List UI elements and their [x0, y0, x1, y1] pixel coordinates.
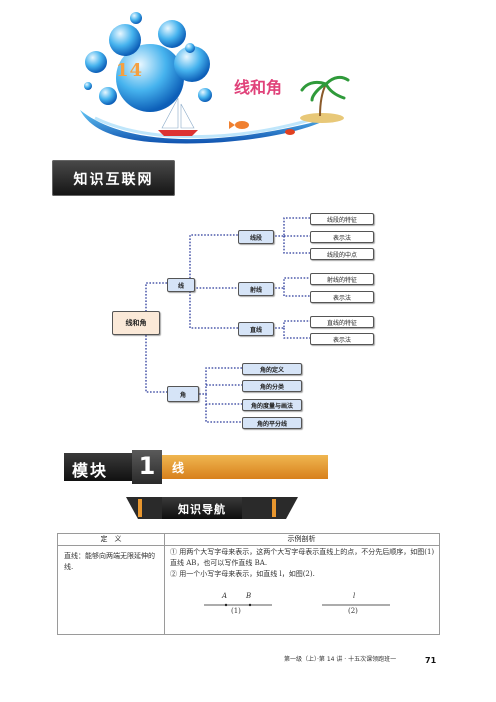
example-text: ① 用两个大写字母来表示，这两个大写字母表示直线上的点，不分先后顺序，如图(1)… — [170, 547, 436, 580]
mind-map-node-straight-line: 直线 — [238, 322, 274, 336]
figure-caption-2: (2) — [348, 607, 358, 615]
mind-map-leaf: 角的平分线 — [242, 417, 302, 429]
module-label: 模块 — [72, 461, 109, 480]
definition-table: 定 义 示例剖析 直线：能够向两端无限延伸的线. ① 用两个大写字母来表示，这两… — [57, 533, 440, 635]
module-title-box: 线 — [162, 455, 328, 479]
figure-label-b: B — [246, 592, 252, 600]
page-number: 71 — [425, 656, 437, 665]
crab-icon — [285, 129, 295, 135]
knowledge-navigation-banner: 知识导航 — [122, 497, 302, 519]
line-figures — [204, 603, 390, 607]
table-column-divider — [164, 534, 165, 634]
mind-map-leaf: 角的定义 — [242, 363, 302, 375]
mind-map-leaf: 直线的特征 — [310, 316, 374, 328]
mind-map: 线和角 线 角 线段 射线 直线 线段的特征 表示法 线段的中点 射线的特征 表… — [112, 208, 392, 430]
navigation-banner-shape — [126, 497, 298, 519]
navigation-label-box: 知识导航 — [162, 497, 242, 519]
mind-map-leaf: 表示法 — [310, 231, 374, 243]
module-number-box: 1 — [132, 450, 162, 484]
figure-caption-1: (1) — [231, 607, 241, 615]
mind-map-branch-line: 线 — [167, 278, 195, 292]
palm-island-icon — [300, 75, 350, 123]
mind-map-node-segment: 线段 — [238, 230, 274, 244]
mind-map-connectors — [145, 217, 310, 423]
sailboat-icon — [158, 97, 198, 136]
lesson-title: 线和角 — [234, 78, 283, 97]
module-title: 线 — [172, 461, 185, 475]
mind-map-leaf: 角的分类 — [242, 380, 302, 392]
wave-shape — [80, 110, 330, 144]
module-label-box: 模块 — [64, 453, 132, 481]
lesson-number: 14 — [116, 60, 144, 81]
example-item: ② 用一个小写字母来表示，如直线 l，如图(2). — [170, 570, 315, 578]
definition-text: 直线：能够向两端无限延伸的线. — [64, 552, 155, 571]
table-header-definition: 定 义 — [58, 534, 165, 546]
figure-area: A B (1) l (2) — [198, 592, 398, 623]
mind-map-root: 线和角 — [112, 311, 160, 335]
mind-map-leaf: 表示法 — [310, 291, 374, 303]
example-item: ① 用两个大写字母来表示，这两个大写字母表示直线上的点，不分先后顺序，如图(1)… — [170, 548, 435, 567]
mind-map-leaf: 射线的特征 — [310, 273, 374, 285]
footer-text: 第一级（上）·第 14 讲 · 十五次课领跑班一 — [284, 656, 397, 663]
mind-map-leaf: 线段的中点 — [310, 248, 374, 260]
figure-label-l: l — [353, 592, 356, 600]
header-illustration — [80, 12, 350, 144]
mind-map-leaf: 线段的特征 — [310, 213, 374, 225]
knowledge-network-label: 知识互联网 — [73, 172, 154, 188]
mind-map-node-ray: 射线 — [238, 282, 274, 296]
knowledge-navigation-label: 知识导航 — [178, 503, 226, 516]
table-header-examples: 示例剖析 — [164, 534, 439, 546]
mind-map-branch-angle: 角 — [167, 386, 199, 402]
mind-map-leaf: 角的度量与画法 — [242, 399, 302, 411]
fish-icon — [229, 121, 249, 129]
mind-map-leaf: 表示法 — [310, 333, 374, 345]
bubble-cluster — [84, 12, 212, 112]
figure-label-a: A — [222, 592, 228, 600]
module-banner: 模块 1 线 — [64, 450, 328, 484]
module-number: 1 — [138, 452, 156, 480]
knowledge-network-banner: 知识互联网 — [52, 160, 175, 196]
